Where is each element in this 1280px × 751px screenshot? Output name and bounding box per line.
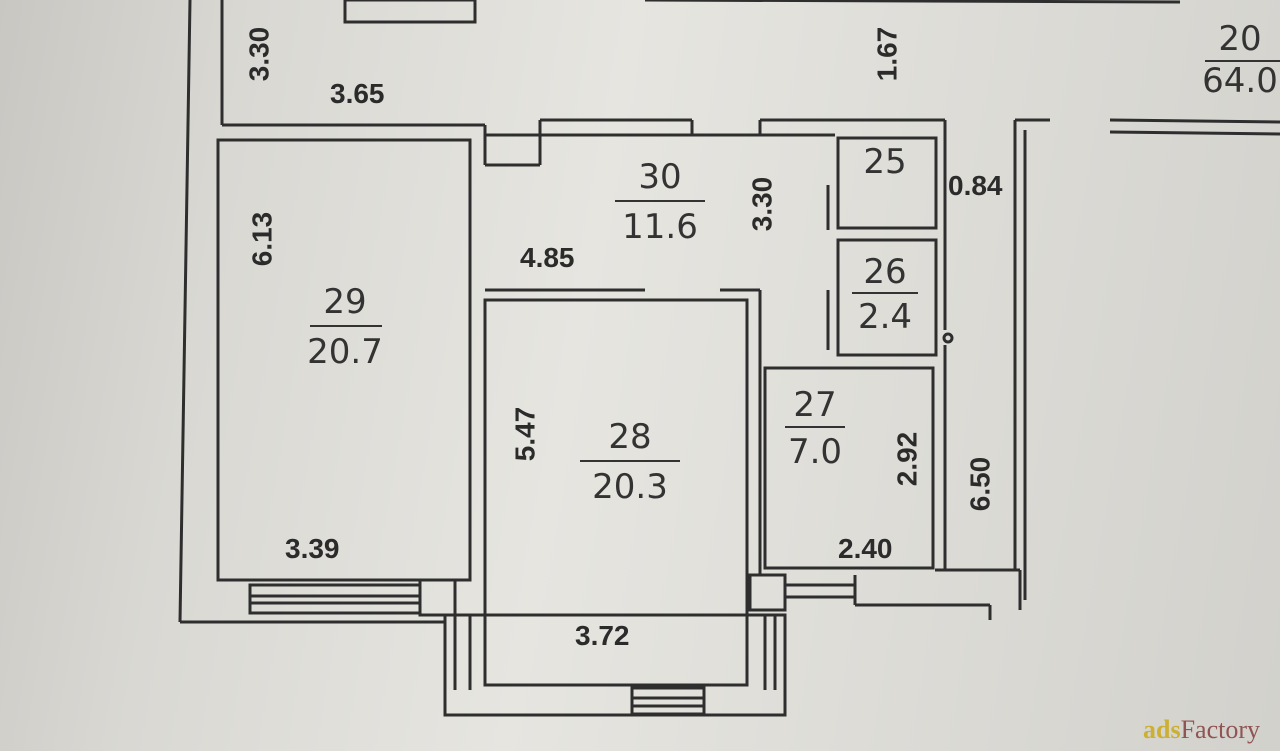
room-number: 20 xyxy=(1218,19,1262,59)
balcony-outline xyxy=(443,613,787,717)
dimension-label: 2.92 xyxy=(891,431,923,487)
dimension-label: 3.39 xyxy=(285,533,340,564)
room-area: 7.0 xyxy=(787,432,843,472)
fraction-line xyxy=(580,460,680,462)
dimension-label: 3.30 xyxy=(746,176,778,232)
fraction-line xyxy=(852,292,918,294)
room-area: 20.3 xyxy=(592,467,668,507)
room-number: 27 xyxy=(793,385,837,425)
fraction-line xyxy=(785,426,845,428)
fraction-line xyxy=(310,325,382,327)
dimension-label: 5.47 xyxy=(509,406,541,462)
dimension-label: 3.72 xyxy=(575,620,630,651)
dimension-label: 3.30 xyxy=(243,26,275,82)
fraction-line xyxy=(615,200,705,202)
dimension-label: 3.65 xyxy=(330,78,385,109)
dimension-label: 6.50 xyxy=(964,456,996,512)
room-area: 64.0 xyxy=(1202,61,1278,101)
room-29-outline xyxy=(216,138,472,582)
dimension-label: 6.13 xyxy=(246,211,278,267)
watermark-logo: adsFactory xyxy=(1143,715,1260,744)
dimension-label: 4.85 xyxy=(520,242,575,273)
room-area: 11.6 xyxy=(622,207,698,247)
room-26-outline xyxy=(836,238,938,357)
dimension-label: 1.67 xyxy=(871,26,903,82)
room-number: 25 xyxy=(863,142,907,182)
room-27-outline xyxy=(763,366,935,570)
room-area: 20.7 xyxy=(307,332,383,372)
upper-room-fragment xyxy=(343,0,477,24)
room-number: 26 xyxy=(863,252,907,292)
room-28-outline xyxy=(483,298,749,687)
room-area: 2.4 xyxy=(857,297,913,337)
room-number: 28 xyxy=(608,417,652,457)
room-number: 30 xyxy=(638,157,682,197)
room-25-outline xyxy=(836,136,938,230)
dimension-label: 2.40 xyxy=(838,533,893,564)
wall-outer-left xyxy=(178,0,192,623)
room-number: 29 xyxy=(323,282,367,322)
dimension-label: 0.84 xyxy=(948,170,1003,201)
fraction-line xyxy=(1205,60,1280,62)
